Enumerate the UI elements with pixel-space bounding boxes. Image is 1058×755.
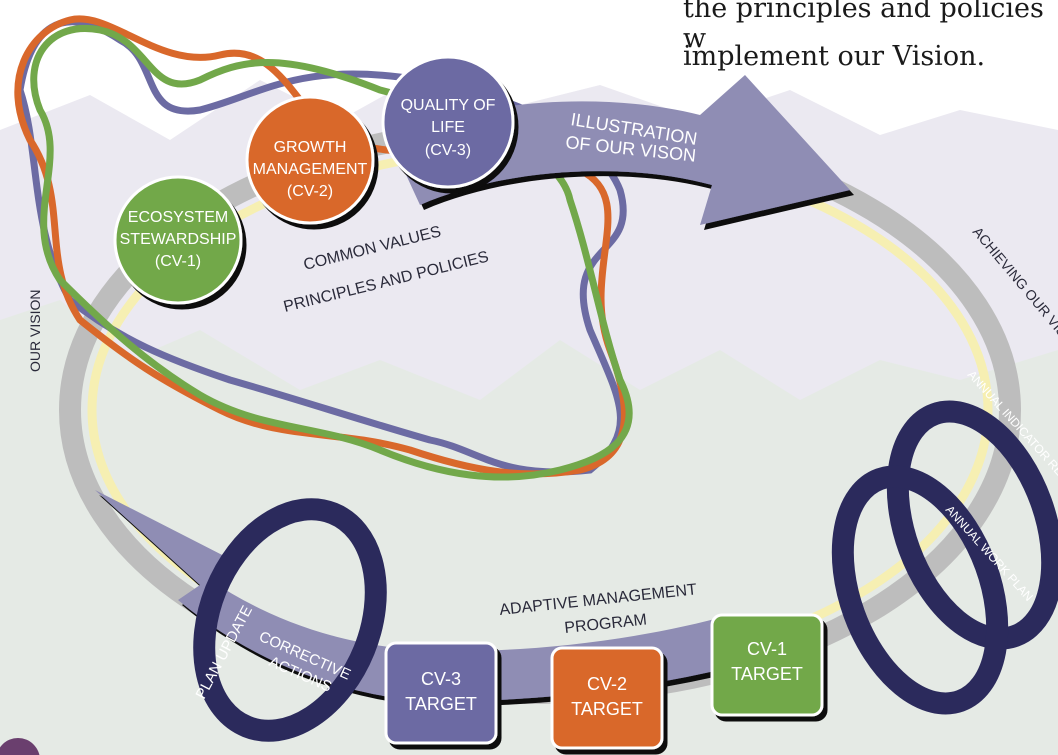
cv2-circle-line2: MANAGEMENT [253,161,368,178]
cv3-target-line2: TARGET [405,694,477,714]
cv1-target-line1: CV-1 [747,639,787,659]
cv1-circle-line3: (CV-1) [155,253,201,270]
annual-work-plan-ring [831,465,1009,715]
cv1-target-line2: TARGET [731,664,803,684]
cv3-target-box: CV-3 TARGET [384,641,498,745]
annual-indicator-report-ring [886,400,1058,650]
header-text-line1: the principles and policies w [683,0,1044,54]
cv3-circle-line3: (CV-3) [425,142,471,159]
cv1-circle-line1: ECOSYSTEM [128,209,228,226]
cv2-circle: GROWTH MANAGEMENT (CV-2) [245,95,375,225]
plan-update-ring [193,498,387,742]
cv3-circle-line1: QUALITY OF [401,97,496,114]
cv3-circle-line2: LIFE [431,119,465,136]
header-text-line2: implement our Vision. [683,41,986,72]
cv2-target-line2: TARGET [571,699,643,719]
cv1-circle-line2: STEWARDSHIP [120,231,237,248]
cv2-target-box: CV-2 TARGET [550,646,664,750]
cv3-target-line1: CV-3 [421,669,461,689]
cv3-circle: QUALITY OF LIFE (CV-3) [381,55,515,189]
corner-partial-circle [0,738,40,755]
cv1-target-box: CV-1 TARGET [710,613,824,717]
cv2-target-line1: CV-2 [587,674,627,694]
cv2-circle-line1: GROWTH [274,139,347,156]
cv2-circle-line3: (CV-2) [287,183,333,200]
cv1-circle: ECOSYSTEM STEWARDSHIP (CV-1) [113,175,243,305]
our-vision-label: OUR VISION [27,290,43,372]
